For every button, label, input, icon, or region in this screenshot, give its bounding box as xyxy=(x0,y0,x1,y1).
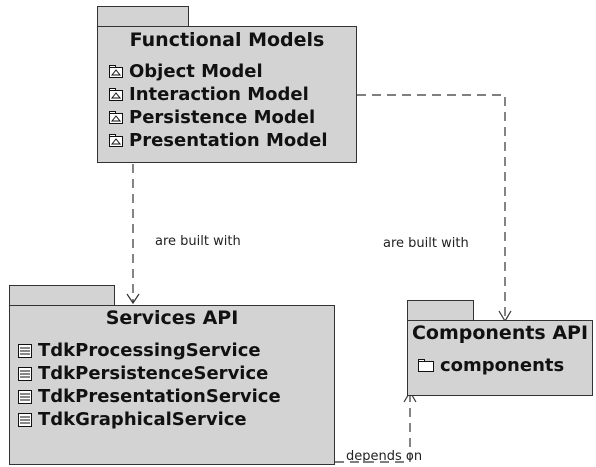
folder-diagram-icon xyxy=(109,111,123,124)
service-item-label: TdkGraphicalService xyxy=(38,409,247,430)
package-tab xyxy=(97,6,189,27)
class-list-icon xyxy=(18,412,32,427)
package-title: Functional Models xyxy=(129,29,325,51)
folder-icon xyxy=(418,359,434,372)
arrowhead-services xyxy=(126,293,140,305)
model-item-object[interactable]: Object Model xyxy=(109,61,263,82)
package-title: Services API xyxy=(105,307,239,329)
package-tab xyxy=(9,285,115,306)
model-item-presentation[interactable]: Presentation Model xyxy=(109,130,328,151)
service-item-persistence[interactable]: TdkPersistenceService xyxy=(18,363,268,384)
connector-label-functional-to-services: are built with xyxy=(155,234,241,249)
model-item-label: Object Model xyxy=(129,61,263,82)
connector-label-functional-to-components: are built with xyxy=(383,236,469,251)
connector-label-services-to-components: depends on xyxy=(346,449,423,464)
service-item-graphical[interactable]: TdkGraphicalService xyxy=(18,409,247,430)
service-item-processing[interactable]: TdkProcessingService xyxy=(18,340,261,361)
model-item-label: Presentation Model xyxy=(129,130,328,151)
connector-functional-to-components xyxy=(357,94,506,320)
service-item-presentation[interactable]: TdkPresentationService xyxy=(18,386,281,407)
model-item-persistence[interactable]: Persistence Model xyxy=(109,107,315,128)
package-body xyxy=(97,26,357,163)
package-body xyxy=(407,320,593,396)
package-tab xyxy=(407,300,474,321)
service-item-label: TdkProcessingService xyxy=(38,340,261,361)
folder-diagram-icon xyxy=(109,88,123,101)
folder-diagram-icon xyxy=(109,134,123,147)
service-item-label: TdkPersistenceService xyxy=(38,363,269,384)
connector-services-to-components xyxy=(335,392,411,463)
class-list-icon xyxy=(18,366,32,381)
class-list-icon xyxy=(18,389,32,404)
package-title: Components API xyxy=(411,322,589,344)
component-item-components[interactable]: components xyxy=(418,355,564,376)
service-item-label: TdkPresentationService xyxy=(38,386,281,407)
package-body xyxy=(9,305,335,465)
class-list-icon xyxy=(18,343,32,358)
model-item-label: Persistence Model xyxy=(129,107,316,128)
model-item-label: Interaction Model xyxy=(129,84,309,105)
component-item-label: components xyxy=(440,355,565,376)
folder-diagram-icon xyxy=(109,65,123,78)
model-item-interaction[interactable]: Interaction Model xyxy=(109,84,309,105)
